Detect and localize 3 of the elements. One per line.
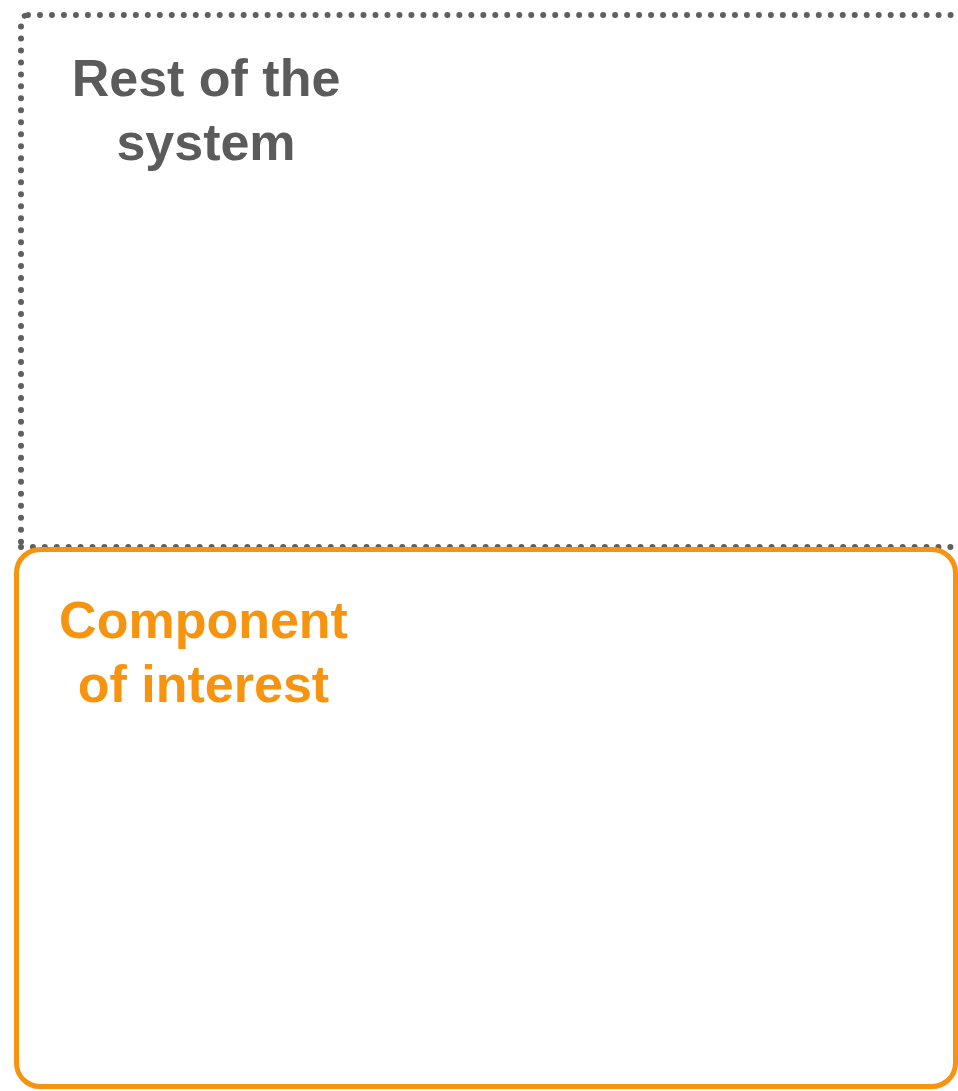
region-title: Rest of the system	[70, 48, 342, 173]
region-title: Component of interest	[58, 590, 349, 715]
rounded-region	[14, 547, 958, 1089]
